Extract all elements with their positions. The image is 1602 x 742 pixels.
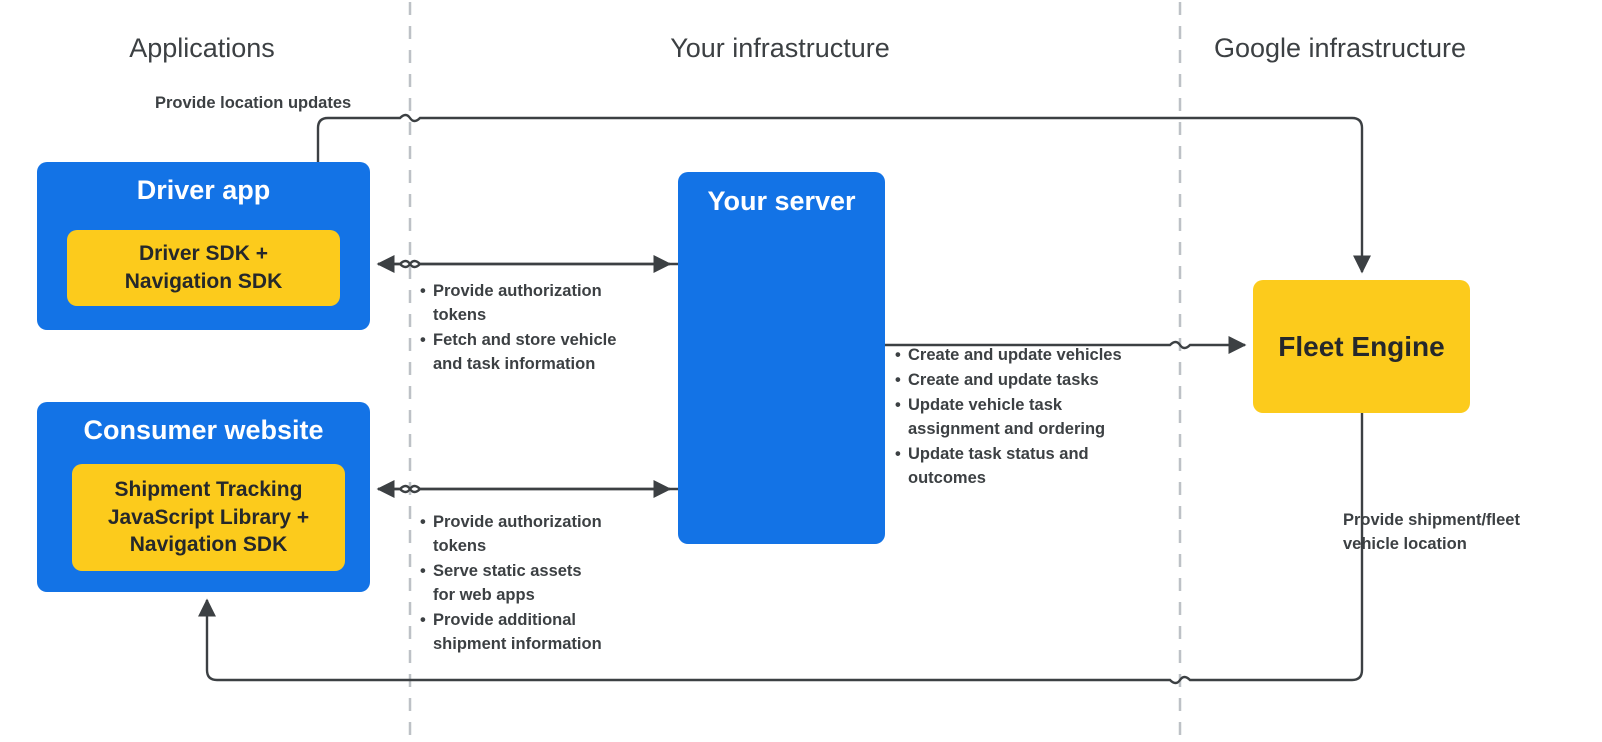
wire-server-to-driver-app xyxy=(376,255,678,273)
driver-app-sdk-box[interactable]: Driver SDK + Navigation SDK xyxy=(67,230,340,306)
fleet-engine-title: Fleet Engine xyxy=(1278,330,1445,362)
annotation-driver-server-bullets: Provide authorization tokens Fetch and s… xyxy=(420,280,655,378)
node-consumer-website[interactable]: Consumer website Shipment Tracking JavaS… xyxy=(37,402,370,592)
zone-title-your-infrastructure: Your infrastructure xyxy=(670,33,890,63)
list-item: Update vehicle task assignment and order… xyxy=(895,394,1157,442)
list-item: Provide additional shipment information xyxy=(420,609,655,657)
list-item: Provide authorization tokens xyxy=(420,280,655,328)
zone-title-applications: Applications xyxy=(129,33,275,63)
list-item: Update task status and outcomes xyxy=(895,443,1157,491)
annotation-provide-shipment-fleet-vehicle-location: Provide shipment/fleet vehicle location xyxy=(1343,511,1520,553)
node-driver-app[interactable]: Driver app Driver SDK + Navigation SDK xyxy=(37,162,370,330)
consumer-website-title: Consumer website xyxy=(83,415,324,445)
list-item: Serve static assets for web apps xyxy=(420,560,655,608)
annotation-provide-location-updates: Provide location updates xyxy=(155,94,352,112)
wire-driver-app-to-server xyxy=(378,255,672,273)
consumer-website-sdk-label: Shipment Tracking JavaScript Library + N… xyxy=(107,477,310,557)
wire-server-to-consumer-website xyxy=(376,480,678,498)
list-item: Create and update vehicles xyxy=(895,344,1157,368)
annotation-server-fleet-bullets: Create and update vehicles Create and up… xyxy=(895,344,1157,492)
annotation-consumer-server-bullets: Provide authorization tokens Serve stati… xyxy=(420,511,655,658)
your-server-title: Your server xyxy=(707,186,856,216)
consumer-website-sdk-box[interactable]: Shipment Tracking JavaScript Library + N… xyxy=(72,464,345,571)
driver-app-sdk-label: Driver SDK + Navigation SDK xyxy=(124,242,283,293)
driver-app-title: Driver app xyxy=(136,175,271,205)
list-item: Fetch and store vehicle and task informa… xyxy=(420,329,655,377)
node-your-server[interactable]: Your server xyxy=(678,172,885,544)
node-fleet-engine[interactable]: Fleet Engine xyxy=(1253,280,1470,413)
zone-title-google-infrastructure: Google infrastructure xyxy=(1213,33,1467,63)
list-item: Provide authorization tokens xyxy=(420,511,655,559)
wire-consumer-website-to-server xyxy=(378,480,672,498)
list-item: Create and update tasks xyxy=(895,369,1157,393)
